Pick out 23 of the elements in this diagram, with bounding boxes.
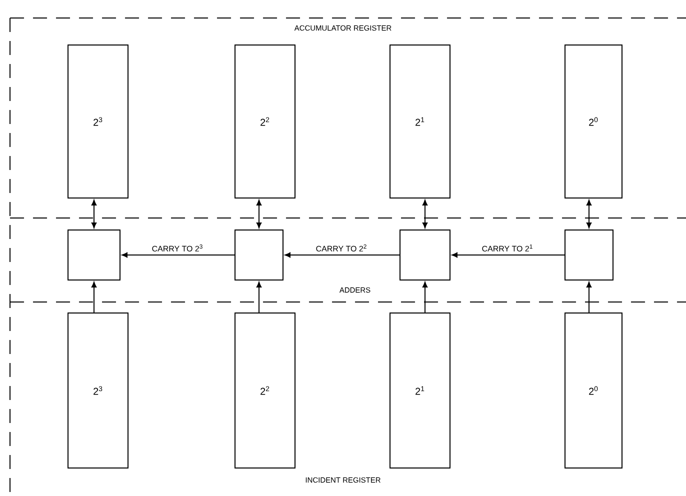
adder-box [400,230,450,280]
arrow [91,282,97,313]
register-box: 2$^{2}$ [234,44,296,198]
arrow [256,282,262,313]
arrow [284,252,400,258]
arrow [122,252,235,258]
register-box: 2$^{1}$ [390,44,450,198]
arrow [452,252,565,258]
arrow [256,200,262,228]
arrow [91,200,97,228]
arrow [422,282,428,313]
adder-box [564,230,614,280]
arrow [586,282,592,313]
register-box: 2$^{1}$ [390,312,450,468]
register-box: 2$^{3}$ [68,44,128,198]
adder-box [68,230,120,280]
adder-box [234,230,284,280]
arrow [422,200,428,228]
register-box: 2$^{0}$ [564,312,622,468]
arrow [586,200,592,228]
register-box: 2$^{0}$ [564,44,622,198]
register-box: 2$^{2}$ [234,312,296,468]
register-box: 2$^{3}$ [68,312,128,468]
